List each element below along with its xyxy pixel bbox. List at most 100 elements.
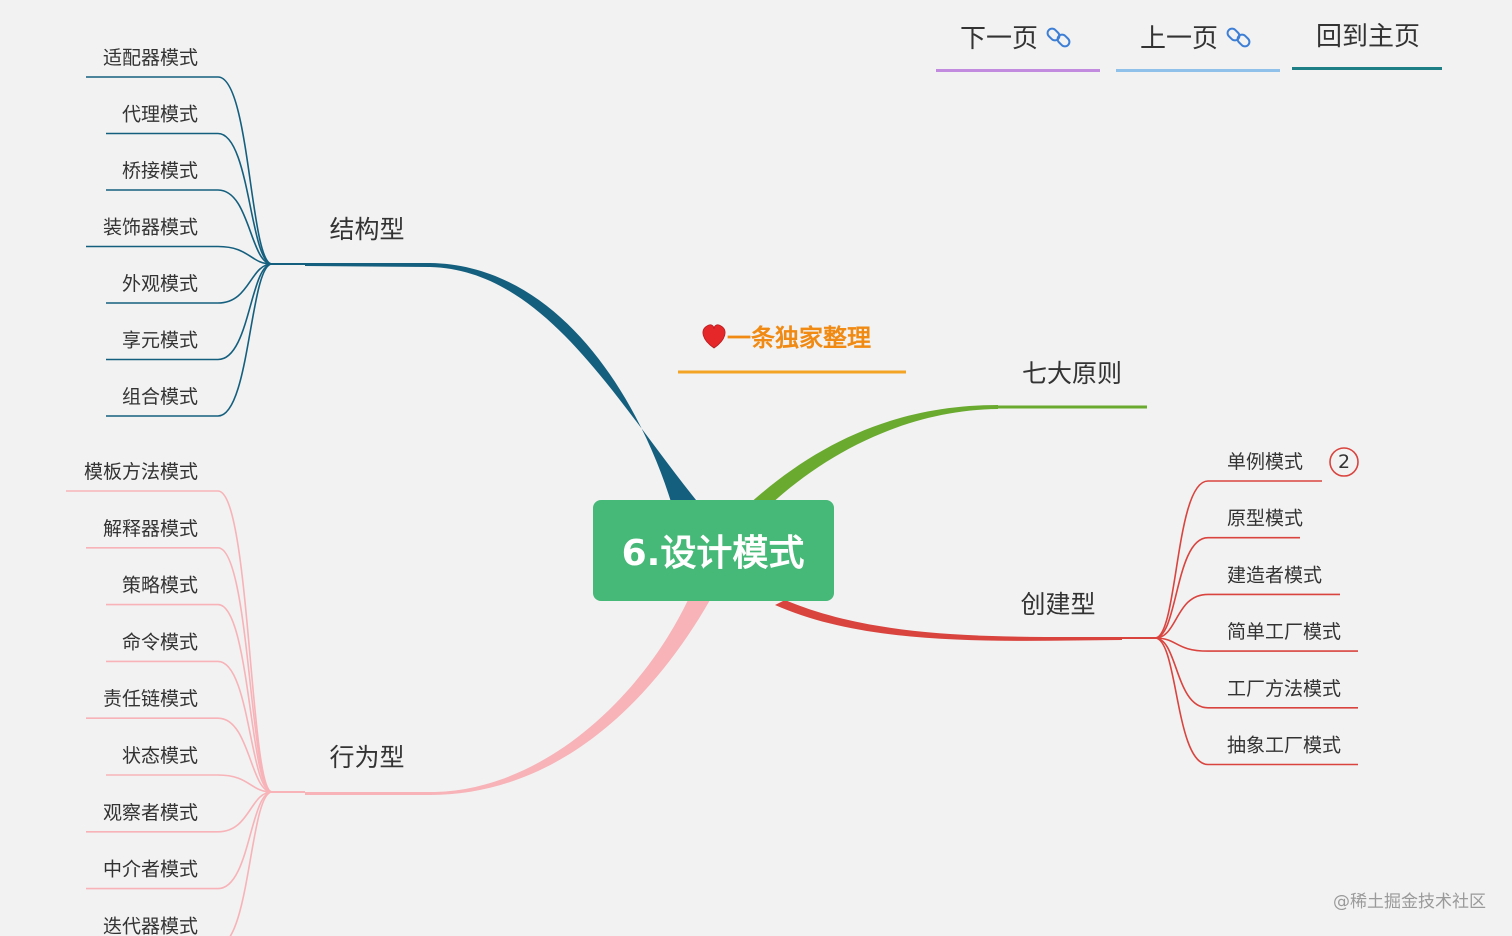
leaf-creational-2[interactable]: 建造者模式 xyxy=(1154,564,1340,639)
leaf-connector xyxy=(86,791,273,833)
leaf-structural-3[interactable]: 装饰器模式 xyxy=(86,217,273,265)
leaf-label: 适配器模式 xyxy=(103,47,198,69)
leaf-label: 享元模式 xyxy=(122,330,198,352)
central-topic-box xyxy=(593,500,834,601)
next-page-underline xyxy=(936,69,1100,72)
leaf-label: 状态模式 xyxy=(122,745,198,767)
leaf-connector xyxy=(229,791,273,936)
leaf-connector xyxy=(86,76,273,265)
leaf-label: 中介者模式 xyxy=(103,859,198,881)
leaf-structural-4[interactable]: 外观模式 xyxy=(106,263,273,304)
prev-page-label: 上一页 xyxy=(1140,24,1219,54)
leaf-connector xyxy=(86,245,273,265)
leaf-behavioral-4[interactable]: 责任链模式 xyxy=(86,688,273,793)
next-page-button[interactable]: 下一页 xyxy=(936,18,1100,72)
leaf-label: 建造者模式 xyxy=(1227,564,1322,586)
leaf-label: 策略模式 xyxy=(122,575,198,597)
leaf-label: 解释器模式 xyxy=(103,518,198,540)
link-icon xyxy=(1226,27,1251,48)
watermark: @稀土掘金技术社区 xyxy=(1333,892,1486,912)
leaf-connector xyxy=(106,263,273,417)
badge-count: 2 xyxy=(1338,451,1350,473)
leaf-label: 模板方法模式 xyxy=(84,461,198,483)
leaf-connector xyxy=(106,189,273,265)
leaf-behavioral-1[interactable]: 解释器模式 xyxy=(86,518,273,793)
leaf-connector xyxy=(1154,536,1300,639)
home-underline xyxy=(1292,67,1442,70)
leaf-creational-5[interactable]: 抽象工厂模式 xyxy=(1154,637,1358,766)
leaf-connector xyxy=(1154,637,1358,709)
leaf-connector xyxy=(1154,637,1358,652)
leaf-connector xyxy=(106,263,273,361)
leaf-behavioral-6[interactable]: 观察者模式 xyxy=(86,791,273,833)
leaf-structural-5[interactable]: 享元模式 xyxy=(106,263,273,361)
leaf-connector xyxy=(106,603,273,793)
branch-behavioral-label: 行为型 xyxy=(329,743,404,772)
leaf-behavioral-3[interactable]: 命令模式 xyxy=(106,631,273,793)
leaf-structural-2[interactable]: 桥接模式 xyxy=(106,160,273,265)
branch-creational-connector xyxy=(775,600,1122,641)
leaf-label: 单例模式 xyxy=(1227,451,1303,473)
leaf-label: 工厂方法模式 xyxy=(1227,678,1341,700)
leaf-creational-4[interactable]: 工厂方法模式 xyxy=(1154,637,1358,709)
leaf-label: 责任链模式 xyxy=(103,688,198,710)
leaf-label: 抽象工厂模式 xyxy=(1227,735,1341,757)
leaf-label: 迭代器模式 xyxy=(103,915,198,936)
leaf-label: 外观模式 xyxy=(122,273,198,295)
leaf-behavioral-8[interactable]: 迭代器模式 xyxy=(86,791,273,936)
next-page-label: 下一页 xyxy=(960,24,1039,54)
central-topic[interactable]: 6.设计模式 xyxy=(593,500,834,601)
leaf-connector xyxy=(86,791,273,890)
leaf-label: 桥接模式 xyxy=(122,160,198,182)
branch-structural-connector xyxy=(305,263,700,505)
leaf-label: 简单工厂模式 xyxy=(1227,621,1341,643)
leaf-creational-0[interactable]: 单例模式 xyxy=(1154,451,1322,639)
heart-icon xyxy=(702,324,726,349)
central-topic-label: 6.设计模式 xyxy=(622,533,805,574)
leaf-label: 代理模式 xyxy=(122,104,198,126)
prev-page-button[interactable]: 上一页 xyxy=(1116,18,1280,72)
leaf-structural-6[interactable]: 组合模式 xyxy=(106,263,273,417)
leaf-structural-1[interactable]: 代理模式 xyxy=(106,104,273,265)
branch-structural-label: 结构型 xyxy=(329,215,404,244)
leaf-connector xyxy=(1154,637,1358,766)
badge-circle xyxy=(1329,447,1359,477)
home-label: 回到主页 xyxy=(1316,22,1421,52)
leaf-structural-0[interactable]: 适配器模式 xyxy=(86,47,273,265)
branch-creational-label: 创建型 xyxy=(1020,590,1095,619)
leaf-behavioral-2[interactable]: 策略模式 xyxy=(106,575,273,793)
leaf-connector xyxy=(1154,480,1322,639)
leaf-behavioral-0[interactable]: 模板方法模式 xyxy=(66,461,273,793)
prev-page-underline xyxy=(1116,69,1280,72)
leaf-connector xyxy=(106,660,273,793)
leaf-behavioral-5[interactable]: 状态模式 xyxy=(106,745,273,793)
leaf-connector xyxy=(106,132,273,265)
branch-principles-label: 七大原则 xyxy=(1022,359,1122,388)
count-badge[interactable]: 2 xyxy=(1329,447,1359,477)
leaf-creational-3[interactable]: 简单工厂模式 xyxy=(1154,621,1358,652)
home-button[interactable]: 回到主页 xyxy=(1292,16,1442,70)
leaf-connector xyxy=(106,263,273,304)
leaf-connector xyxy=(106,774,273,793)
floating-note[interactable]: 一条独家整理 xyxy=(678,324,906,374)
leaf-label: 组合模式 xyxy=(122,386,198,408)
leaf-connector xyxy=(1154,593,1340,639)
leaf-connector xyxy=(66,490,273,793)
leaf-connector xyxy=(86,717,273,793)
leaf-label: 命令模式 xyxy=(122,631,198,653)
branch-behavioral-connector xyxy=(305,600,710,795)
link-icon xyxy=(1046,27,1071,48)
leaf-creational-1[interactable]: 原型模式 xyxy=(1154,508,1303,639)
note-label: 一条独家整理 xyxy=(727,324,871,352)
leaf-label: 原型模式 xyxy=(1227,508,1303,530)
branch-behavioral-group: 模板方法模式解释器模式策略模式命令模式责任链模式状态模式观察者模式中介者模式迭代… xyxy=(66,461,405,936)
leaf-behavioral-7[interactable]: 中介者模式 xyxy=(86,791,273,890)
branch-principles-connector xyxy=(748,405,998,505)
leaf-label: 装饰器模式 xyxy=(103,217,198,239)
leaf-connector xyxy=(86,547,273,793)
leaf-label: 观察者模式 xyxy=(103,802,198,824)
